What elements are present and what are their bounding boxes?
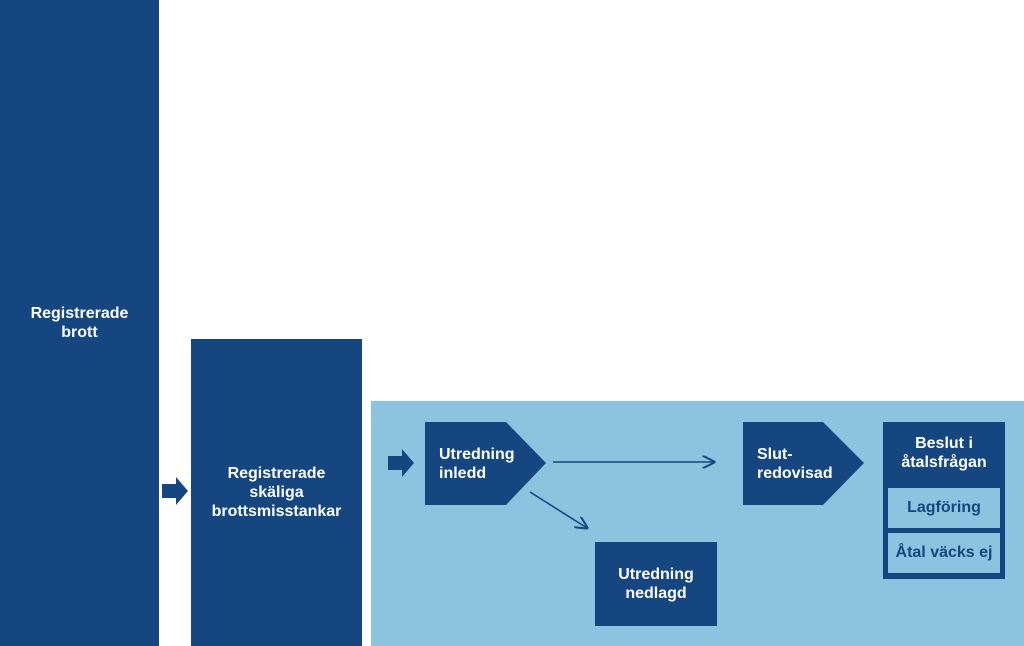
investigation-closed-label: Utredning nedlagd [618, 566, 694, 602]
investigation-closed-box: Utredning nedlagd [595, 542, 717, 626]
registered-suspicions-label: Registrerade skäliga brottsmisstankar [211, 465, 342, 520]
registered-suspicions-column: Registrerade skäliga brottsmisstankar [191, 339, 362, 646]
prosecution-option-lagforing: Lagföring [888, 488, 1000, 528]
prosecution-decision-box: Beslut i åtalsfrågan Lagföring Åtal väck… [883, 422, 1005, 579]
prosecution-decision-title: Beslut i åtalsfrågan [901, 435, 987, 471]
final-report-label: Slut- redovisad [757, 445, 833, 482]
investigation-started-label: Utredning inledd [439, 445, 515, 482]
flow-arrow-1-icon [162, 477, 188, 505]
registered-crimes-column: Registrerade brott [0, 0, 159, 646]
prosecution-option-no-charge: Åtal väcks ej [888, 533, 1000, 573]
registered-crimes-label: Registrerade brott [30, 305, 129, 341]
